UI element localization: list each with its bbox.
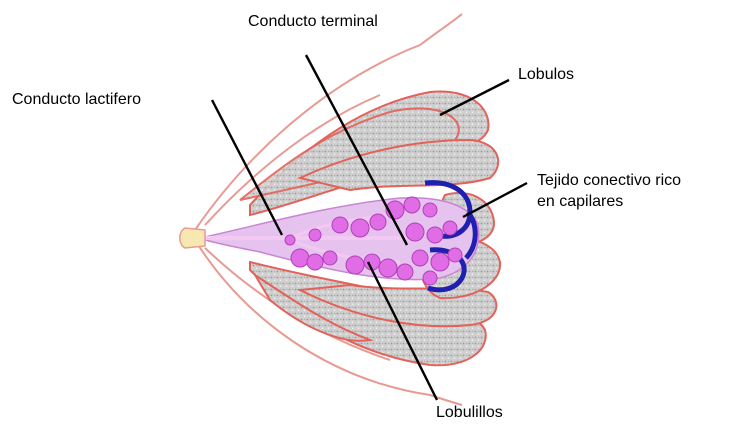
nipple	[180, 228, 205, 248]
label-conducto-terminal: Conducto terminal	[248, 12, 378, 31]
label-lobulillos: Lobulillos	[436, 403, 503, 422]
label-tejido-line2: en capilares	[537, 191, 681, 212]
label-lobulos: Lobulos	[518, 65, 574, 84]
label-tejido-conectivo: Tejido conectivo rico en capilares	[537, 170, 681, 212]
label-tejido-line1: Tejido conectivo rico	[537, 170, 681, 191]
label-conducto-lactifero: Conducto lactifero	[12, 90, 141, 109]
leader-line-conducto-lactifero	[212, 100, 282, 235]
